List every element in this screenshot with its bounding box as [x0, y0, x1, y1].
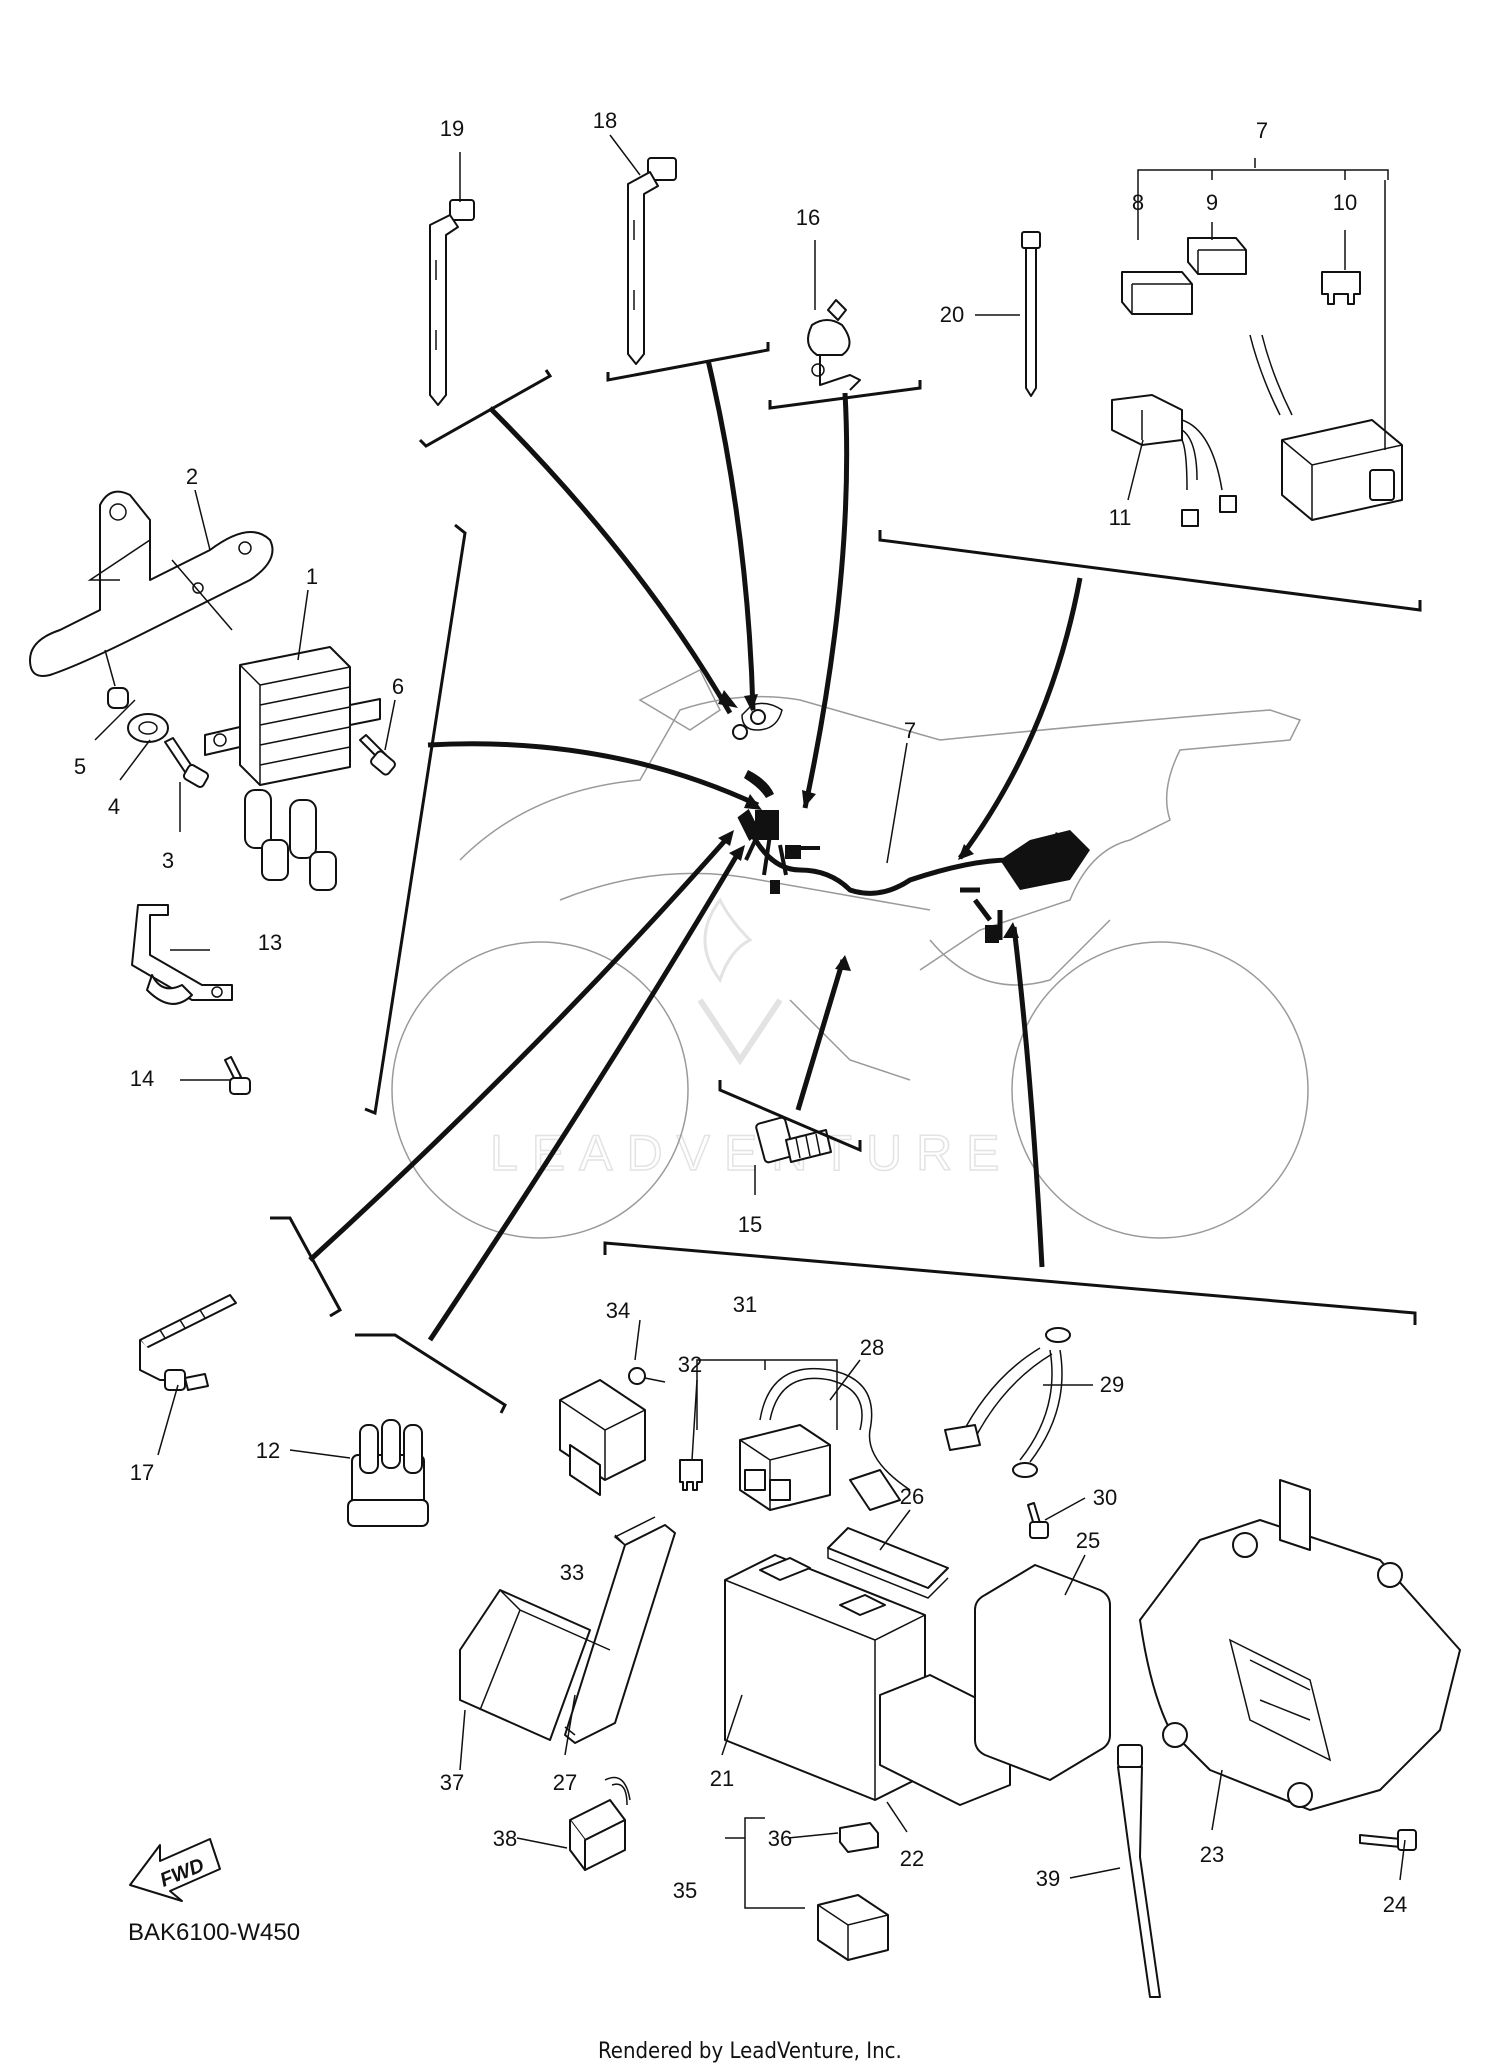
callout-31: 31	[733, 1292, 757, 1317]
part-19-strap	[429, 199, 475, 406]
callout-36: 36	[768, 1826, 792, 1851]
part-39-cable-tie	[1117, 1744, 1161, 1998]
part-37-cover	[459, 1589, 611, 1741]
watermark-text: LEADVENTURE	[490, 1125, 1014, 1181]
callout-39: 39	[1036, 1866, 1060, 1891]
callout-30: 30	[1093, 1485, 1117, 1510]
part-4-grommet	[127, 713, 169, 743]
part-34-screw	[628, 1367, 666, 1385]
footer-credit: Rendered by LeadVenture, Inc.	[598, 2039, 902, 2064]
callout-32: 32	[678, 1352, 702, 1377]
callout-1: 1	[306, 564, 318, 589]
part-3-bolt	[164, 737, 210, 788]
callout-4: 4	[108, 794, 120, 819]
callout-20: 20	[940, 302, 964, 327]
part-2-bracket	[29, 490, 274, 677]
callout-13: 13	[258, 930, 282, 955]
part-35-fuse-holder	[817, 1894, 889, 1961]
callout-7-top: 7	[1256, 118, 1268, 143]
part-14-bolt	[224, 1056, 251, 1095]
part-31-starter-relay-assy	[739, 1424, 831, 1511]
main-wire-harness	[732, 702, 1090, 943]
part-12-relay	[347, 1419, 429, 1527]
part-30-bolt	[1027, 1502, 1049, 1539]
part-15-bolt	[755, 1116, 832, 1164]
motorcycle-outline	[391, 668, 1309, 1239]
callout-19: 19	[440, 116, 464, 141]
callout-22: 22	[900, 1846, 924, 1871]
diagram-code: BAK6100-W450	[128, 1919, 300, 1946]
callout-2: 2	[186, 464, 198, 489]
callout-17: 17	[130, 1460, 154, 1485]
callout-7-harness: 7	[904, 718, 916, 743]
part-8-fuse-box	[1121, 271, 1193, 315]
part-38-sensor	[569, 1776, 631, 1871]
part-26-pad	[827, 1527, 949, 1599]
part-28-lead	[759, 1367, 911, 1511]
part-24-bolt	[1359, 1829, 1417, 1851]
callout-9: 9	[1206, 190, 1218, 215]
callout-34: 34	[606, 1298, 630, 1323]
part-16-clamp	[807, 299, 861, 391]
part-18-strap	[627, 157, 677, 365]
callout-21: 21	[710, 1766, 734, 1791]
watermark: LEADVENTURE	[489, 897, 1014, 1182]
part-10-fuse	[1321, 271, 1361, 305]
part-20-cable-tie	[1021, 231, 1041, 397]
part-29-ground-lead	[944, 1327, 1071, 1478]
part-1-regulator	[204, 646, 381, 891]
callout-33: 33	[560, 1560, 584, 1585]
part-17-strap	[139, 1294, 237, 1391]
part-5-collar	[107, 687, 129, 709]
part-27-band	[564, 1516, 676, 1744]
callout-14: 14	[130, 1066, 154, 1091]
callout-8: 8	[1132, 190, 1144, 215]
callout-6: 6	[392, 674, 404, 699]
callout-38: 38	[493, 1826, 517, 1851]
part-7-cdi-unit	[1249, 334, 1403, 521]
part-25-sheet	[974, 1564, 1111, 1781]
callout-16: 16	[796, 205, 820, 230]
grouping-brackets	[270, 342, 1422, 1414]
callout-27: 27	[553, 1770, 577, 1795]
callout-25: 25	[1076, 1528, 1100, 1553]
part-13-bracket	[131, 904, 233, 1005]
part-33-cover	[559, 1379, 646, 1496]
callout-11: 11	[1109, 505, 1132, 530]
callout-labels: 1 2 3 4 5 6 7 7 8 9 10 11 12 13 14 15 16…	[74, 108, 1407, 1917]
part-6-bolt	[359, 734, 396, 776]
callout-29: 29	[1100, 1372, 1124, 1397]
callout-26: 26	[900, 1484, 924, 1509]
leader-arrows	[308, 359, 1083, 1342]
part-21-battery	[724, 1554, 926, 1801]
part-36-holder	[839, 1822, 879, 1853]
callout-3: 3	[162, 848, 174, 873]
part-11-sub-harness	[1111, 394, 1237, 527]
fwd-arrow-icon: FWD	[129, 1838, 221, 1902]
callout-15: 15	[738, 1212, 762, 1237]
callout-37: 37	[440, 1770, 464, 1795]
callout-35: 35	[673, 1878, 697, 1903]
callout-leader-lines	[87, 134, 1406, 1909]
part-32-fuse	[679, 1459, 703, 1491]
callout-18: 18	[593, 108, 617, 133]
callout-28: 28	[860, 1335, 884, 1360]
part-23-battery-box	[1139, 1479, 1461, 1811]
callout-5: 5	[74, 754, 86, 779]
callout-23: 23	[1200, 1842, 1224, 1867]
callout-24: 24	[1383, 1892, 1407, 1917]
callout-12: 12	[256, 1438, 280, 1463]
callout-10: 10	[1333, 190, 1357, 215]
part-9-fuse-box	[1187, 237, 1247, 275]
